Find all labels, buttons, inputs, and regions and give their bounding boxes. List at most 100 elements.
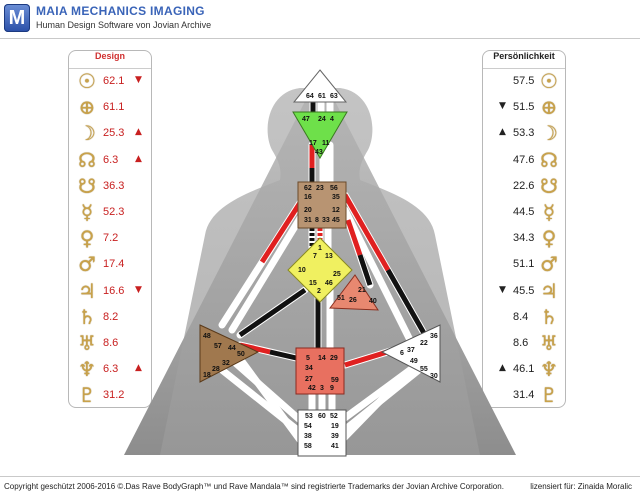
gate-label[interactable]: 38 <box>304 433 312 440</box>
planet-row[interactable]: ♂17.4 <box>69 252 151 278</box>
gate-label[interactable]: 39 <box>331 433 339 440</box>
planet-row[interactable]: ☿52.3 <box>69 200 151 226</box>
gate-label[interactable]: 33 <box>322 217 330 224</box>
planet-row[interactable]: ♀34.3 <box>483 226 565 252</box>
gate-label[interactable]: 4 <box>330 116 334 123</box>
gate-label[interactable]: 16 <box>304 194 312 201</box>
gate-label[interactable]: 23 <box>316 185 324 192</box>
gate-label[interactable]: 48 <box>203 333 211 340</box>
planet-row[interactable]: ♆46.1▲ <box>483 357 565 383</box>
gate-label[interactable]: 55 <box>420 366 428 373</box>
planet-row[interactable]: ☊6.3▲ <box>69 148 151 174</box>
gate-label[interactable]: 24 <box>318 116 326 123</box>
gate-label[interactable]: 29 <box>330 355 338 362</box>
gate-label[interactable]: 59 <box>331 377 339 384</box>
gate-label[interactable]: 56 <box>330 185 338 192</box>
north-node-icon: ☊ <box>540 147 558 172</box>
planet-row[interactable]: ♆6.3▲ <box>69 357 151 383</box>
gate-label[interactable]: 46 <box>325 280 333 287</box>
planet-row[interactable]: ♄8.4 <box>483 305 565 331</box>
planet-row[interactable]: ☋36.3 <box>69 174 151 200</box>
gate-label[interactable]: 19 <box>331 423 339 430</box>
planet-row[interactable]: ☊47.6 <box>483 148 565 174</box>
gate-label[interactable]: 63 <box>330 93 338 100</box>
gate-label[interactable]: 41 <box>331 443 339 450</box>
gate-value: 51.1 <box>513 258 535 271</box>
gate-label[interactable]: 13 <box>325 253 333 260</box>
gate-label[interactable]: 5 <box>306 355 310 362</box>
gate-label[interactable]: 62 <box>304 185 312 192</box>
gate-label[interactable]: 7 <box>313 253 317 260</box>
gate-label[interactable]: 1 <box>318 245 322 252</box>
gate-label[interactable]: 8 <box>315 217 319 224</box>
gate-label[interactable]: 51 <box>337 295 345 302</box>
gate-label[interactable]: 17 <box>309 140 317 147</box>
channels <box>218 96 429 444</box>
gate-label[interactable]: 47 <box>302 116 310 123</box>
gate-value: 31.2 <box>103 389 125 402</box>
planet-row[interactable]: ♇31.4 <box>483 383 565 409</box>
gate-label[interactable]: 43 <box>315 149 323 156</box>
gate-label[interactable]: 20 <box>304 207 312 214</box>
planet-row[interactable]: ♃45.5▼ <box>483 279 565 305</box>
planet-row[interactable]: ♇31.2 <box>69 383 151 409</box>
planet-row[interactable]: ⊕51.5▼ <box>483 95 565 121</box>
throat-center <box>297 181 347 229</box>
gate-label[interactable]: 6 <box>400 350 404 357</box>
gate-label[interactable]: 36 <box>430 333 438 340</box>
planet-row[interactable]: ♀7.2 <box>69 226 151 252</box>
planet-row[interactable]: ⊕61.1 <box>69 95 151 121</box>
gate-label[interactable]: 61 <box>318 93 326 100</box>
gate-label[interactable]: 57 <box>214 343 222 350</box>
gate-label[interactable]: 10 <box>298 267 306 274</box>
gate-label[interactable]: 30 <box>430 373 438 380</box>
planet-row[interactable]: ☉62.1▼ <box>69 69 151 95</box>
planet-row[interactable]: ♅8.6 <box>69 331 151 357</box>
gate-label[interactable]: 15 <box>309 280 317 287</box>
planet-row[interactable]: ☽25.3▲ <box>69 121 151 147</box>
gate-label[interactable]: 26 <box>349 297 357 304</box>
planet-row[interactable]: ☿44.5 <box>483 200 565 226</box>
gate-label[interactable]: 28 <box>212 366 220 373</box>
gate-label[interactable]: 3 <box>320 385 324 392</box>
gate-label[interactable]: 58 <box>304 443 312 450</box>
planet-row[interactable]: ☉57.5 <box>483 69 565 95</box>
head-center <box>292 69 348 103</box>
gate-label[interactable]: 14 <box>318 355 326 362</box>
gate-label[interactable]: 12 <box>332 207 340 214</box>
gate-label[interactable]: 45 <box>332 217 340 224</box>
gate-label[interactable]: 32 <box>222 360 230 367</box>
planet-row[interactable]: ♃16.6▼ <box>69 279 151 305</box>
planet-row[interactable]: ☽53.3▲ <box>483 121 565 147</box>
gate-label[interactable]: 50 <box>237 351 245 358</box>
gate-label[interactable]: 49 <box>410 358 418 365</box>
gate-label[interactable]: 64 <box>306 93 314 100</box>
gate-label[interactable]: 21 <box>358 287 366 294</box>
gate-label[interactable]: 44 <box>228 345 236 352</box>
gate-label[interactable]: 42 <box>308 385 316 392</box>
channel-personality <box>238 287 307 338</box>
planet-row[interactable]: ♄8.2 <box>69 305 151 331</box>
gate-label[interactable]: 37 <box>407 347 415 354</box>
gate-label[interactable]: 9 <box>330 385 334 392</box>
gate-label[interactable]: 52 <box>330 413 338 420</box>
gate-label[interactable]: 2 <box>317 288 321 295</box>
gate-label[interactable]: 34 <box>305 365 313 372</box>
planet-row[interactable]: ♂51.1 <box>483 252 565 278</box>
gate-label[interactable]: 18 <box>203 372 211 379</box>
gate-label[interactable]: 31 <box>304 217 312 224</box>
gate-label[interactable]: 11 <box>322 140 330 147</box>
gate-label[interactable]: 53 <box>305 413 313 420</box>
planet-row[interactable]: ☋22.6 <box>483 174 565 200</box>
channel-design <box>342 193 391 272</box>
gate-label[interactable]: 40 <box>369 298 377 305</box>
gate-label[interactable]: 54 <box>304 423 312 430</box>
gate-label[interactable]: 35 <box>332 194 340 201</box>
planet-row[interactable]: ♅8.6 <box>483 331 565 357</box>
gate-label[interactable]: 60 <box>318 413 326 420</box>
gate-value: 8.4 <box>513 310 529 323</box>
gate-label[interactable]: 22 <box>420 340 428 347</box>
gate-label[interactable]: 25 <box>333 271 341 278</box>
gate-label[interactable]: 27 <box>305 376 313 383</box>
uranus-icon: ♅ <box>78 330 96 355</box>
